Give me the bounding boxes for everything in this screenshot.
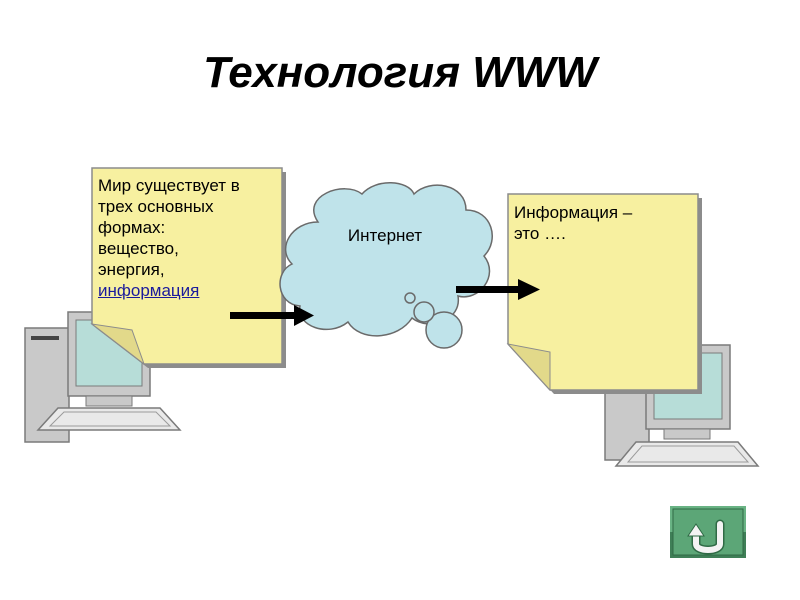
internet-cloud [279, 182, 493, 349]
back-button[interactable] [670, 506, 746, 558]
left-note-text: Мир существует в трех основных формах: в… [98, 175, 276, 301]
cloud-label: Интернет [347, 226, 423, 245]
arrow-left-to-cloud [230, 305, 314, 326]
right-note-text: Информация – это …. [514, 202, 689, 244]
note-line: трех основных [98, 197, 214, 216]
arrow-cloud-to-right [456, 279, 540, 300]
note-line: энергия, [98, 260, 165, 279]
information-link[interactable]: информация [98, 281, 200, 300]
right-note-card [506, 193, 702, 394]
note-line: это …. [514, 224, 566, 243]
note-line: Информация – [514, 203, 633, 222]
return-arrow-icon [670, 506, 746, 558]
note-line: вещество, [98, 239, 179, 258]
note-line: Мир существует в [98, 176, 240, 195]
note-line: формах: [98, 218, 166, 237]
page-title: Технология WWW [203, 48, 597, 97]
